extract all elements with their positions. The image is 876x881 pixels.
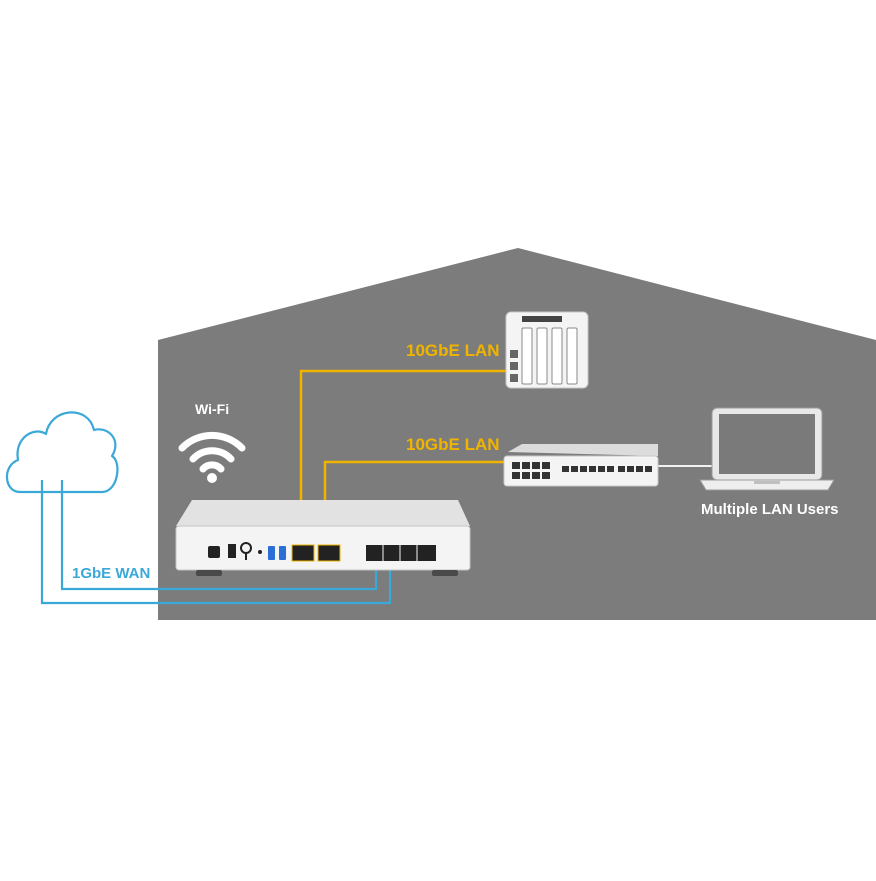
wifi-icon-dot (207, 473, 217, 483)
cloud-icon (5, 411, 119, 494)
nas-icon (505, 311, 589, 389)
switch-icon (503, 444, 659, 487)
wan-cables (40, 480, 392, 605)
lan-users-label: Multiple LAN Users (701, 501, 839, 518)
wifi-icon (178, 431, 246, 473)
wifi-label: Wi-Fi (195, 401, 229, 417)
laptop-icon (699, 407, 835, 491)
lan-label-middle: 10GbE LAN (406, 435, 500, 454)
wan-label: 1GbE WAN (72, 565, 150, 582)
router-icon (175, 500, 471, 576)
lan-label-top: 10GbE LAN (406, 341, 500, 360)
